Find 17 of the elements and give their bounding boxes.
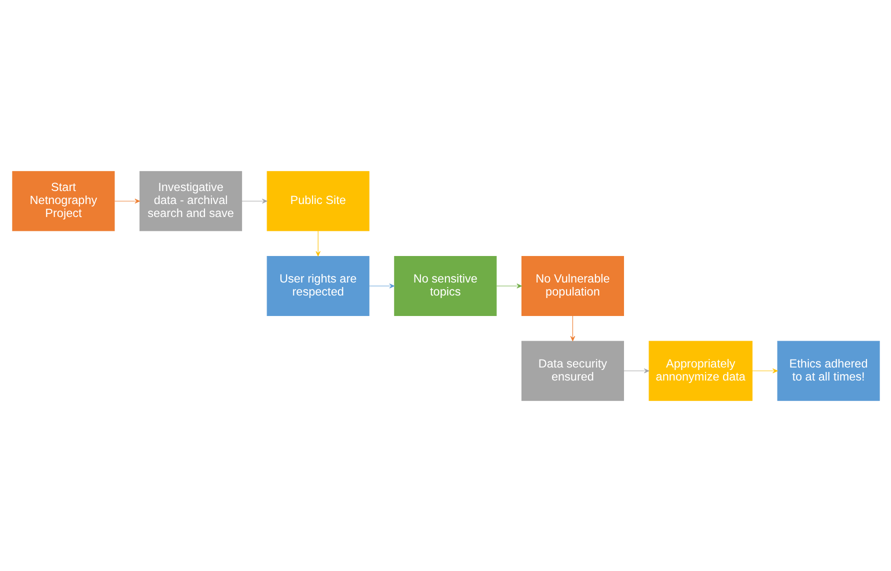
node-box: No sensitive topics bbox=[394, 255, 496, 316]
node-box: No Vulnerable population bbox=[520, 255, 624, 316]
node-box: Ethics adhered to at all times! bbox=[776, 340, 880, 400]
node-box: Start Netnography Project bbox=[12, 170, 114, 231]
arrow bbox=[241, 198, 267, 204]
arrow bbox=[752, 368, 778, 373]
arrow bbox=[114, 198, 140, 204]
node-box: Appropriately annonymize data bbox=[648, 340, 752, 400]
node-box: Public Site bbox=[266, 170, 369, 231]
node-box: Data security ensured bbox=[520, 340, 624, 400]
node-box: User rights are respected bbox=[266, 255, 369, 316]
arrow bbox=[315, 230, 320, 256]
arrow bbox=[623, 368, 649, 373]
arrow bbox=[368, 283, 394, 288]
arrow bbox=[496, 283, 522, 288]
arrow bbox=[570, 315, 575, 341]
node-box: Investigative data - archival search and save bbox=[139, 170, 242, 231]
